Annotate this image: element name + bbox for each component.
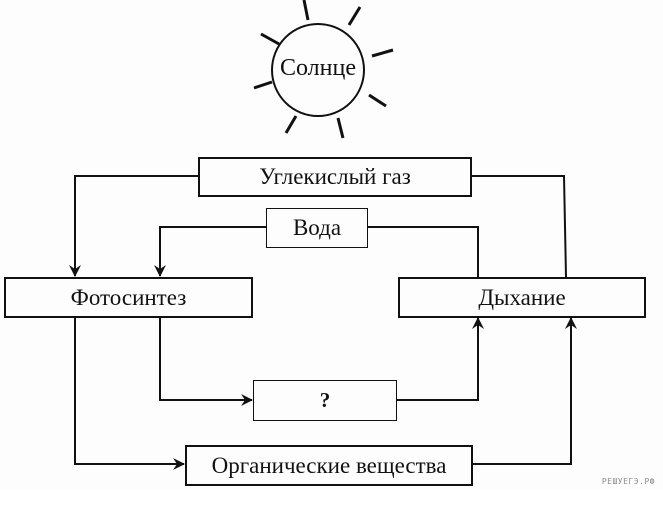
node-organic: Органические вещества [185, 445, 473, 486]
edge-water-photosynthesis [154, 226, 266, 277]
edge-co2-photosynthesis [69, 175, 198, 277]
node-water: Вода [266, 208, 368, 248]
connector-layer [69, 0, 577, 470]
edge-unknown-respiration [396, 317, 484, 401]
watermark: РЕШУЕГЭ.РФ [601, 477, 655, 486]
node-unknown: ? [253, 380, 397, 421]
sun-label: Солнце [279, 55, 356, 81]
diagram-canvas: Солнце Углекислый газ Вода Фотосинтез Ды… [4, 0, 646, 486]
sun-icon [253, 0, 394, 139]
edge-respiration-water [367, 226, 479, 277]
edge-respiration-co2 [471, 175, 567, 278]
node-co2: Углекислый газ [198, 157, 472, 197]
edge-photosynthesis-organic [74, 317, 185, 470]
edge-photosynthesis-unknown [159, 317, 253, 406]
edge-organic-respiration [472, 317, 577, 465]
node-photosynthesis: Фотосинтез [4, 277, 253, 318]
node-respiration: Дыхание [398, 277, 646, 318]
